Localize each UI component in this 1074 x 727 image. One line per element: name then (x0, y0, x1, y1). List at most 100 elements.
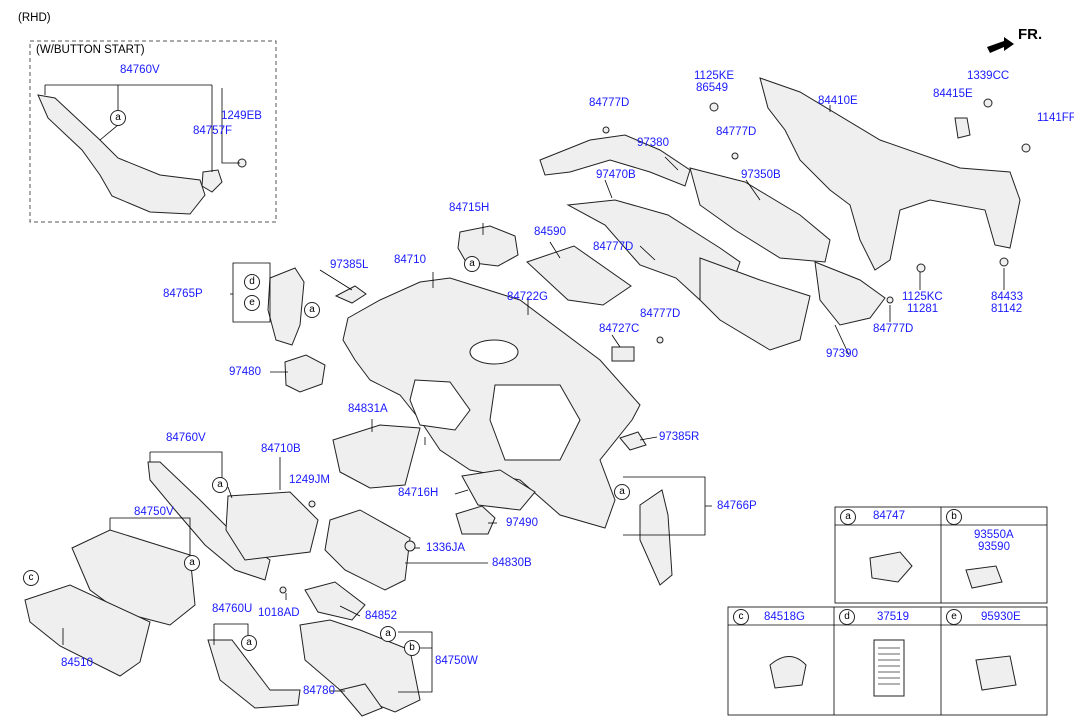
part-number-label: 84510 (61, 657, 93, 669)
legend-part-number: 95930E (981, 611, 1021, 623)
callout-circle: e (244, 295, 260, 311)
legend-part-number: 84518G (764, 611, 805, 623)
part-number-label: 1336JA (426, 542, 466, 554)
legend-letter: d (839, 609, 855, 625)
part-number-label: 84831A (348, 403, 388, 415)
front-direction-label: FR. (1018, 26, 1043, 43)
center-opening (489, 384, 581, 461)
legend-letter: b (946, 509, 962, 525)
callout-circle: b (404, 640, 420, 656)
part-number-label: 1249EB (221, 110, 262, 122)
part-number-label: 97385L (330, 259, 369, 271)
lower-panel-84590 (526, 245, 632, 306)
part-number-label: 1339CC (967, 70, 1010, 82)
part-number-label: 1249JM (289, 474, 330, 486)
part-number-label: 84722G (507, 291, 548, 303)
bolt-1249jm (308, 500, 316, 508)
part-number-label: 97470B (596, 169, 636, 181)
bolt-84777d-c (656, 336, 664, 344)
part-number-label: 84780 (303, 685, 335, 697)
cluster-opening (409, 379, 471, 431)
callout-circle: a (110, 110, 126, 126)
part-number-label: 97390 (826, 348, 858, 360)
cover-84831a (332, 424, 421, 489)
part-number-label: 84830B (492, 557, 532, 569)
garnish-inset-part (37, 94, 206, 215)
part-number-label: 84757F (193, 125, 233, 137)
vent-97385l (334, 285, 367, 304)
callout-circle: a (380, 626, 396, 642)
label-lines-37519 (878, 647, 900, 685)
part-number-label: 84766P (717, 500, 757, 512)
part-number-label: 84777D (593, 241, 634, 253)
callout-circle: a (184, 555, 200, 571)
part-number-label: 84710 (394, 254, 426, 266)
duct-center-lower (699, 257, 811, 351)
part-number-label: 84760U (212, 603, 253, 615)
cowl-crossbar-part (759, 77, 1021, 271)
part-number-label: 1125KC (902, 291, 943, 303)
bracket-84415e (954, 117, 971, 139)
front-direction-arrow (987, 37, 1014, 53)
legend-part-93550a (965, 565, 1003, 589)
legend-part-84747 (869, 551, 913, 583)
part-number-label: 1125KE (694, 70, 735, 82)
part-number-label: 81142 (991, 303, 1023, 315)
button-bracket-part (201, 169, 223, 193)
part-number-label: 84777D (716, 126, 757, 138)
duct-97350b (689, 167, 831, 263)
part-number-label: 84710B (261, 443, 301, 455)
part-number-label: 97480 (229, 366, 261, 378)
legend-part-number: 84747 (873, 510, 905, 522)
callout-circle: a (464, 256, 480, 272)
legend-part-number: 37519 (877, 611, 909, 623)
legend-part-95930e (975, 655, 1017, 691)
vent-97385r (619, 431, 647, 451)
legend-part-84518g (769, 656, 807, 689)
part-number-label: 86549 (696, 82, 728, 94)
duct-97390 (814, 261, 886, 326)
legend-letter: a (840, 509, 856, 525)
legend-letter: e (946, 609, 962, 625)
legend-part-number: 93550A (974, 529, 1014, 541)
part-number-label: 84777D (640, 308, 681, 320)
switch-84727c (611, 346, 635, 362)
part-number-label: 84760V (120, 64, 160, 76)
part-number-label: 84852 (365, 610, 397, 622)
side-panel-84765p (267, 267, 305, 346)
bolt-84777d-d (886, 296, 894, 304)
side-panel-84766p (639, 489, 673, 586)
crash-pad-main-part (342, 277, 641, 529)
lower-panel-84830b (324, 509, 411, 591)
trim-84780 (339, 683, 383, 717)
callout-circle: a (212, 477, 228, 493)
part-number-label: 84727C (599, 323, 640, 335)
bolt-84777d-a (602, 126, 610, 134)
cover-84852 (304, 581, 366, 621)
duct-97380 (539, 134, 691, 187)
lower-cover-84750w (299, 619, 421, 713)
speaker-opening (469, 339, 519, 365)
legend-part-number-2: 93590 (978, 541, 1010, 553)
legend-table (727, 506, 1048, 716)
part-number-label: 1018AD (258, 607, 300, 619)
bolt-1125ke (709, 102, 719, 112)
glove-box-84510 (24, 584, 151, 677)
inset-dashed-box (29, 40, 277, 223)
inset-box-title: (W/BUTTON START) (36, 44, 145, 56)
part-number-label: 1141FF (1037, 112, 1074, 124)
variant-label: (RHD) (18, 12, 51, 24)
part-number-label: 97350B (741, 169, 781, 181)
callout-circle: a (241, 635, 257, 651)
bracket-84716h (461, 469, 536, 511)
part-number-label: 97490 (506, 517, 538, 529)
callout-circle: d (244, 274, 260, 290)
part-number-label: 84750W (435, 655, 478, 667)
garnish-84760u (207, 639, 301, 709)
part-number-label: 84750V (134, 506, 174, 518)
bolt-84777d-b (731, 152, 739, 160)
clip-1336ja (404, 540, 416, 552)
vent-97480 (284, 354, 326, 393)
cluster-trim-84710b (225, 491, 319, 561)
